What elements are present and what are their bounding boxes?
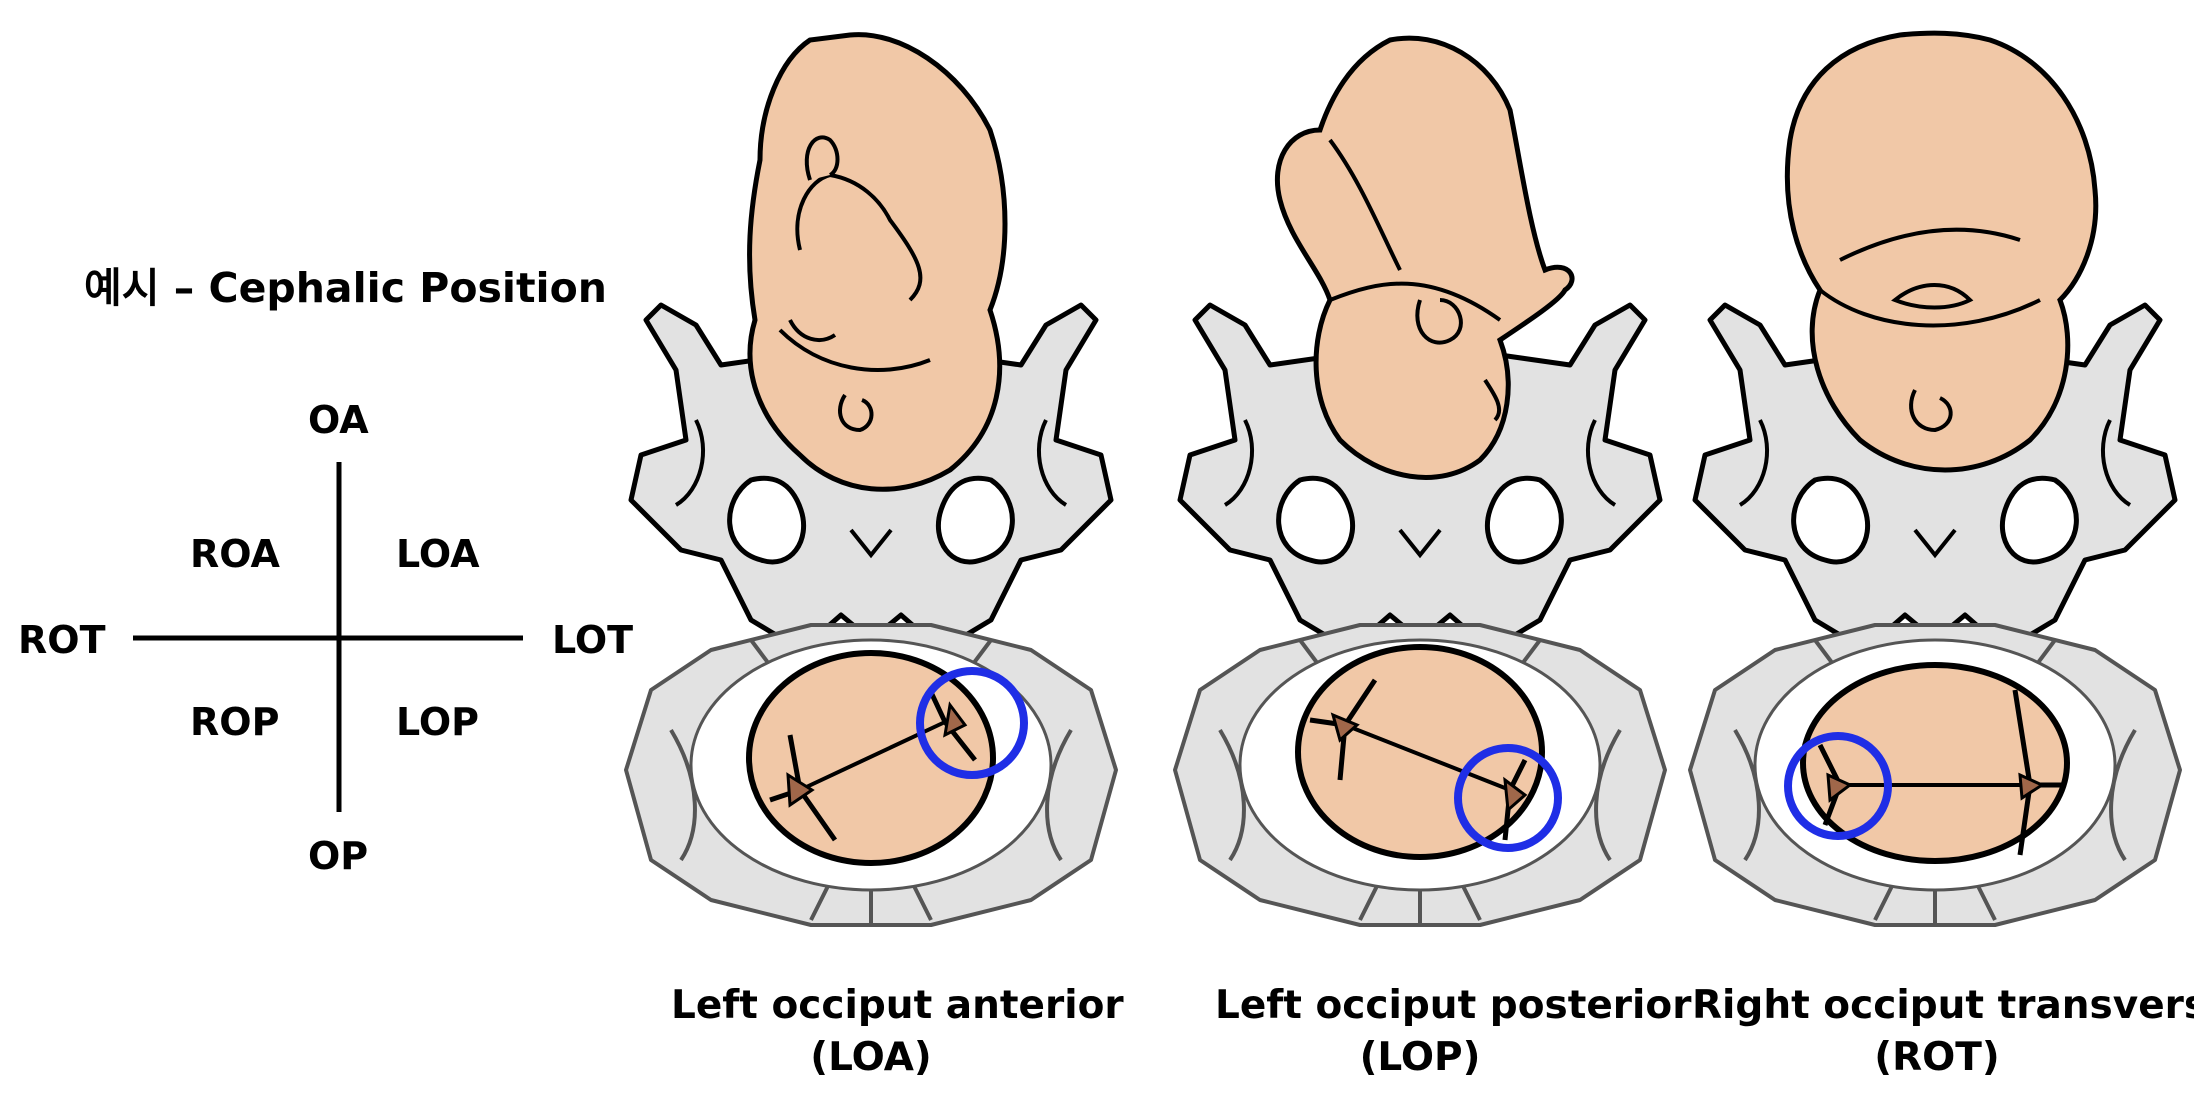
- fetus-icon: [1274, 35, 1575, 480]
- caption-rot-name: Right occiput transverse: [1692, 983, 2194, 1028]
- fetal-head-icon: [1800, 662, 2070, 864]
- occiput-highlight-circle: [1454, 744, 1562, 852]
- panel-loa: [624, 32, 1118, 927]
- fetal-head-icon: [746, 650, 996, 866]
- label-rop: ROP: [190, 700, 280, 744]
- label-oa: OA: [308, 398, 369, 442]
- caption-loa: Left occiput anterior (LOA): [671, 980, 1124, 1084]
- caption-lop: Left occiput posterior (LOP): [1215, 980, 1692, 1084]
- label-op: OP: [308, 834, 369, 878]
- caption-rot-abbr: (ROT): [1874, 1035, 2000, 1080]
- caption-lop-name: Left occiput posterior: [1215, 983, 1692, 1028]
- compass-cross: [133, 462, 523, 812]
- label-lot: LOT: [552, 618, 634, 662]
- caption-lop-abbr: (LOP): [1359, 1035, 1481, 1080]
- label-loa: LOA: [396, 532, 480, 576]
- occiput-highlight-circle: [1784, 732, 1892, 840]
- label-roa: ROA: [190, 532, 280, 576]
- occiput-highlight-circle: [916, 667, 1028, 779]
- fetus-icon: [1784, 30, 2099, 473]
- fetus-icon: [747, 32, 1008, 492]
- panel-lop: [1173, 35, 1667, 927]
- caption-loa-name: Left occiput anterior: [671, 983, 1124, 1028]
- label-lop: LOP: [396, 700, 480, 744]
- diagram-title: 예시 – Cephalic Position: [84, 264, 607, 312]
- label-rot: ROT: [18, 618, 106, 662]
- panel-rot: [1688, 30, 2182, 927]
- fetal-head-icon: [1295, 644, 1545, 860]
- caption-rot: Right occiput transverse (ROT): [1692, 980, 2194, 1084]
- caption-loa-abbr: (LOA): [810, 1035, 932, 1080]
